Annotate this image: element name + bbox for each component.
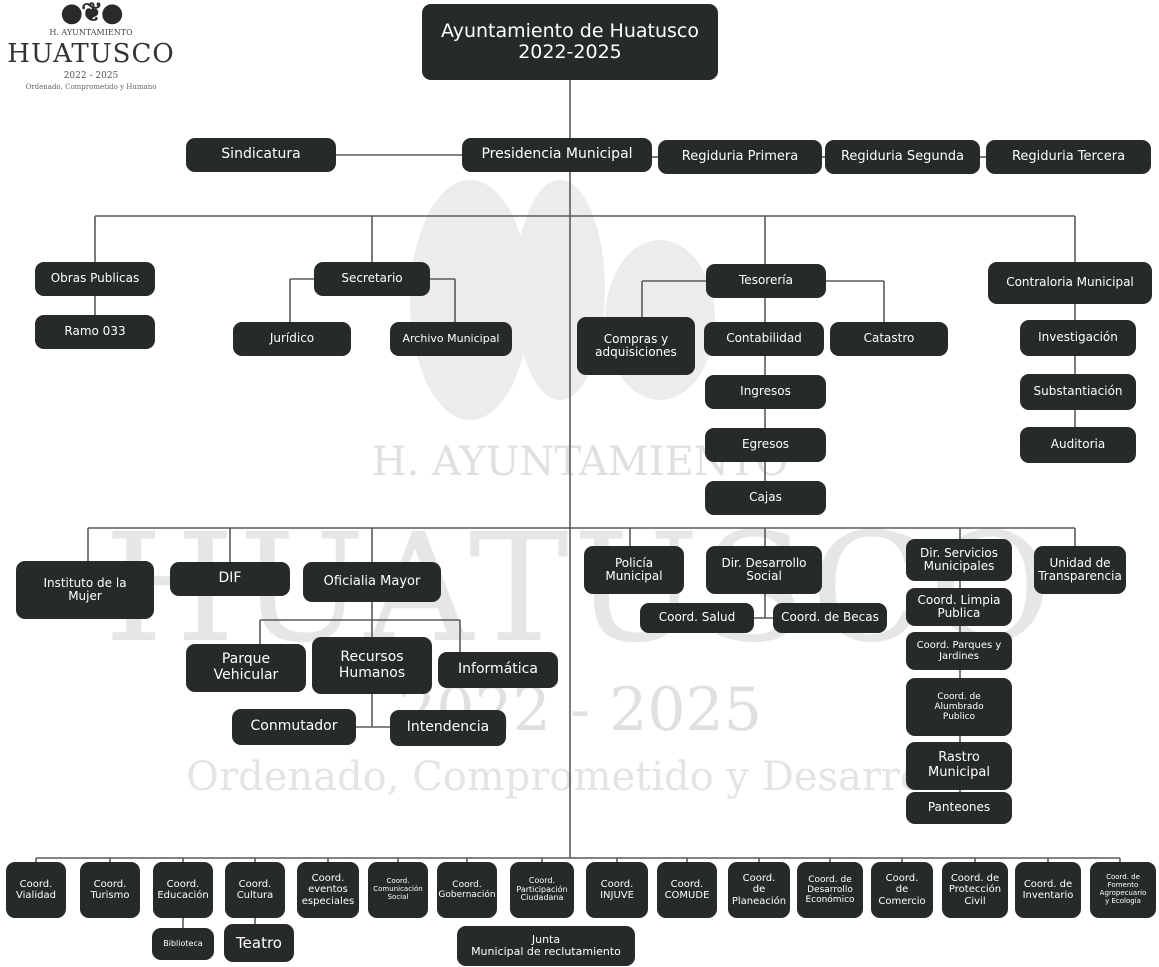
org-box-coord-alumbrado: Coord. de Alumbrado Publico xyxy=(906,678,1012,736)
org-box-coord-comude: Coord. COMUDE xyxy=(657,862,717,918)
org-box-regiduria-segunda: Regiduria Segunda xyxy=(825,140,980,174)
org-box-dif: DIF xyxy=(170,562,290,596)
org-box-contraloria: Contraloria Municipal xyxy=(988,262,1152,304)
org-box-compras: Compras y adquisiciones xyxy=(577,317,695,375)
org-box-obras-publicas: Obras Publicas xyxy=(35,262,155,296)
org-box-parque-vehicular: Parque Vehicular xyxy=(186,644,306,692)
org-box-coord-planeacion: Coord. de Planeación xyxy=(728,862,790,918)
org-box-juridico: Jurídico xyxy=(233,322,351,356)
org-box-ingresos: Ingresos xyxy=(705,375,826,409)
org-box-catastro: Catastro xyxy=(830,322,948,356)
watermark-motto: Ordenado, Comprometido y Desarrollo xyxy=(186,754,974,800)
org-box-coord-becas: Coord. de Becas xyxy=(773,603,887,633)
org-box-biblioteca: Biblioteca xyxy=(152,928,214,960)
org-box-panteones: Panteones xyxy=(906,792,1012,824)
org-box-substantiacion: Substantiación xyxy=(1020,374,1136,410)
org-box-conmutador: Conmutador xyxy=(232,709,356,745)
org-box-coord-limpia: Coord. Limpia Publica xyxy=(906,588,1012,626)
org-box-coord-fomento: Coord. de Fomento Agropecuario y Ecologí… xyxy=(1090,862,1156,918)
org-box-sindicatura: Sindicatura xyxy=(186,138,336,172)
org-box-coord-inventario: Coord. de Inventario xyxy=(1015,862,1081,918)
org-box-presidencia: Presidencia Municipal xyxy=(462,138,652,172)
org-box-contabilidad: Contabilidad xyxy=(704,322,824,356)
org-box-coord-comercio: Coord. de Comercio xyxy=(871,862,933,918)
org-box-teatro: Teatro xyxy=(224,924,294,962)
org-box-coord-gobernacion: Coord. Gobernación xyxy=(437,862,497,918)
org-box-intendencia: Intendencia xyxy=(390,710,506,746)
org-box-coord-parques: Coord. Parques y Jardines xyxy=(906,632,1012,670)
org-box-coord-eventos: Coord. eventos especiales xyxy=(297,862,359,918)
logo-big-text: HUATUSCO xyxy=(7,39,175,69)
org-box-ramo-033: Ramo 033 xyxy=(35,315,155,349)
org-box-coord-educacion: Coord. Educación xyxy=(153,862,213,918)
org-box-coord-injuve: Coord. INJUVE xyxy=(586,862,648,918)
org-box-coord-proteccion-civil: Coord. de Protección Civil xyxy=(942,862,1008,918)
org-box-auditoria: Auditoria xyxy=(1020,427,1136,463)
org-box-instituto-mujer: Instituto de la Mujer xyxy=(16,561,154,619)
org-box-policia-municipal: Policía Municipal xyxy=(584,546,684,594)
org-box-rastro: Rastro Municipal xyxy=(906,742,1012,790)
org-box-secretario: Secretario xyxy=(314,262,430,296)
logo-years: 2022 - 2025 xyxy=(63,71,119,81)
org-box-coord-salud: Coord. Salud xyxy=(640,603,754,633)
org-box-ayuntamiento: Ayuntamiento de Huatusco 2022-2025 xyxy=(422,4,718,80)
org-box-regiduria-tercera: Regiduria Tercera xyxy=(986,140,1151,174)
org-box-coord-vialidad: Coord. Vialidad xyxy=(6,862,66,918)
org-box-coord-desarrollo-economico: Coord. de Desarrollo Económico xyxy=(797,862,863,918)
org-box-coord-cultura: Coord. Cultura xyxy=(225,862,285,918)
org-box-tesoreria: Tesorería xyxy=(706,264,826,298)
org-box-unidad-transparencia: Unidad de Transparencia xyxy=(1034,546,1126,594)
org-box-dir-servicios: Dir. Servicios Municipales xyxy=(906,539,1012,581)
org-box-coord-participacion: Coord. Participación Ciudadana xyxy=(510,862,574,918)
org-box-regiduria-primera: Regiduria Primera xyxy=(658,140,822,174)
org-box-junta-reclutamiento: Junta Municipal de reclutamiento xyxy=(457,926,635,966)
org-box-coord-comunicacion: Coord. Comunicación Social xyxy=(368,862,428,918)
logo-motto: Ordenado, Comprometido y Humano xyxy=(25,83,157,91)
org-box-recursos-humanos: Recursos Humanos xyxy=(312,637,432,694)
org-box-cajas: Cajas xyxy=(705,481,826,515)
org-box-oficialia-mayor: Oficialia Mayor xyxy=(303,562,441,602)
org-box-archivo-municipal: Archivo Municipal xyxy=(390,322,512,356)
org-box-informatica: Informática xyxy=(438,652,558,688)
logo-small-text: H. AYUNTAMIENTO xyxy=(49,28,133,37)
org-box-dir-desarrollo-social: Dir. Desarrollo Social xyxy=(706,546,822,594)
logo-mark-icon: ●❦● xyxy=(60,0,123,28)
logo: ●❦● H. AYUNTAMIENTO HUATUSCO 2022 - 2025… xyxy=(6,0,176,112)
org-box-investigacion: Investigación xyxy=(1020,320,1136,356)
org-box-egresos: Egresos xyxy=(705,428,826,462)
org-box-coord-turismo: Coord. Turismo xyxy=(80,862,140,918)
